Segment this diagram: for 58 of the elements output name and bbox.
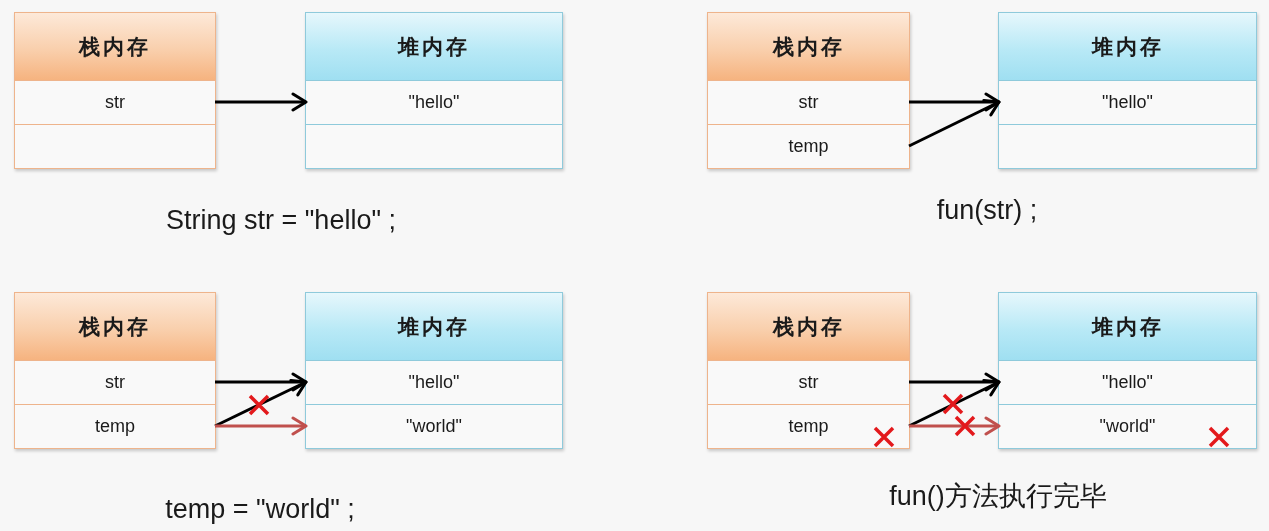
- arrow: [909, 372, 1001, 392]
- string-value: "hello": [408, 372, 460, 393]
- table-row: [999, 404, 1256, 448]
- empty-row: [15, 124, 215, 168]
- string-value: "hello": [1102, 372, 1153, 393]
- table-title: 栈内存: [772, 313, 845, 340]
- memory-table: [707, 12, 910, 169]
- arrow: [908, 99, 1001, 148]
- empty-row: [306, 124, 562, 168]
- caption-text: fun()方法执行完毕: [889, 481, 1107, 513]
- string-value: "world": [406, 416, 462, 437]
- string-value: "hello": [1102, 92, 1153, 113]
- caption-text: temp = "world" ;: [165, 494, 355, 526]
- table-row: [15, 360, 215, 404]
- table-row: [708, 124, 909, 168]
- variable-name: temp: [95, 416, 135, 437]
- arrow: [215, 372, 308, 392]
- table-row: [999, 360, 1256, 404]
- table-row: [306, 404, 562, 448]
- variable-name: temp: [788, 416, 829, 437]
- table-row: [15, 404, 215, 448]
- table-row: [306, 360, 562, 404]
- memory-table: [14, 292, 216, 449]
- table-title: 堆内存: [398, 313, 470, 340]
- table-title: 栈内存: [79, 313, 151, 340]
- arrow: [215, 416, 308, 436]
- table-title: 堆内存: [398, 33, 470, 60]
- table-title: 栈内存: [772, 33, 845, 60]
- arrow: [909, 92, 1001, 112]
- variable-name: str: [798, 92, 819, 113]
- variable-name: temp: [788, 136, 829, 157]
- memory-table: [707, 292, 910, 449]
- memory-table: [305, 292, 563, 449]
- arrow: [909, 416, 1001, 436]
- arrow: [214, 378, 308, 428]
- arrow: [908, 379, 1001, 428]
- table-row: [999, 80, 1256, 124]
- table-row: [708, 360, 909, 404]
- memory-table: [998, 292, 1257, 449]
- arrow: [215, 92, 308, 112]
- string-value: "world": [1099, 416, 1156, 437]
- table-title: 栈内存: [79, 33, 151, 60]
- variable-name: str: [105, 92, 125, 113]
- table-row: [15, 80, 215, 124]
- table-row: [306, 80, 562, 124]
- memory-table: [305, 12, 563, 169]
- table-row: [708, 80, 909, 124]
- table-title: 堆内存: [1091, 33, 1164, 60]
- table-title: 堆内存: [1091, 313, 1164, 340]
- caption-text: String str = "hello" ;: [166, 205, 396, 237]
- variable-name: str: [105, 372, 125, 393]
- memory-table: [14, 12, 216, 169]
- memory-table: [998, 12, 1257, 169]
- table-row: [708, 404, 909, 448]
- empty-row: [999, 124, 1256, 168]
- variable-name: str: [798, 372, 819, 393]
- caption-text: fun(str) ;: [936, 195, 1038, 227]
- string-value: "hello": [408, 92, 460, 113]
